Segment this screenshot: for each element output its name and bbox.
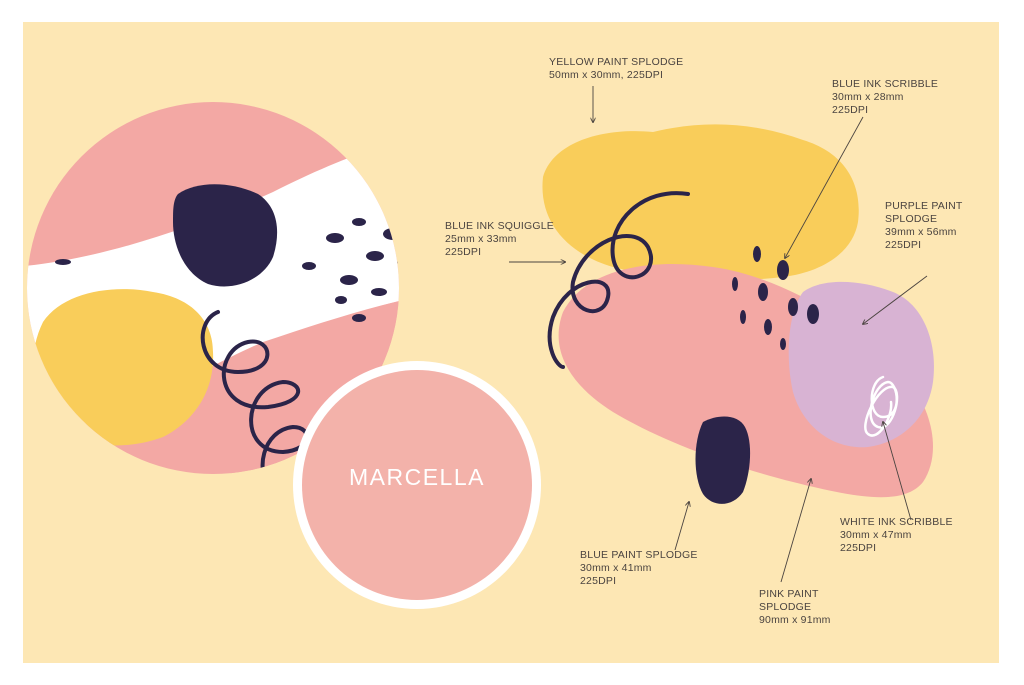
logo-circle [302,370,532,600]
label-size: 30mm x 47mm [840,529,912,541]
label-dpi: 225DPI [840,542,877,554]
label-blue-ink-scribble: BLUE INK SCRIBBLE 30mm x 28mm 225DPI [832,78,938,117]
label-title: PINK PAINT [759,588,819,600]
label-dpi: 225DPI [885,239,922,251]
artboard: MARCELLA YELLOW PAINT SPLODGE 50mm x 30m… [23,22,999,663]
label-title: BLUE INK SQUIGGLE [445,220,555,232]
label-dpi: 225DPI [832,104,869,116]
label-blue-ink-squiggle: BLUE INK SQUIGGLE 25mm x 33mm 225DPI [445,220,554,259]
label-title: WHITE INK SCRIBBLE [840,516,953,528]
label-white-ink-scribble: WHITE INK SCRIBBLE 30mm x 47mm 225DPI [840,516,953,555]
label-pink-paint-splodge: PINK PAINT SPLODGE 90mm x 91mm [759,588,831,627]
label-spec: 50mm x 30mm, 225DPI [549,69,664,81]
label-title: YELLOW PAINT SPLODGE [549,56,684,68]
label-purple-paint-splodge: PURPLE PAINT SPLODGE 39mm x 56mm 225DPI [885,200,962,252]
label-size: 25mm x 33mm [445,233,517,245]
element-showcase [542,124,934,504]
purple-paint-splodge [788,281,934,448]
label-dpi: 225DPI [580,575,617,587]
callout-lines [509,86,928,583]
white-ink-scribble [864,375,899,437]
label-title: PURPLE PAINT [885,200,963,212]
label-dpi: 225DPI [445,246,482,258]
navy-squiggle [200,310,309,474]
label-size: 39mm x 56mm [885,226,957,238]
label-size: 30mm x 41mm [580,562,652,574]
blue-paint-splodge [695,416,751,504]
yellow-splodge [32,289,214,446]
blue-ink-squiggle [547,191,690,369]
pattern-circle [27,102,399,474]
label-size: 30mm x 28mm [832,91,904,103]
label-title-2: SPLODGE [759,601,812,613]
artwork [23,22,999,663]
label-title-2: SPLODGE [885,213,938,225]
label-title: BLUE PAINT SPLODGE [580,549,698,561]
navy-splodge [173,184,278,287]
label-blue-paint-splodge: BLUE PAINT SPLODGE 30mm x 41mm 225DPI [580,549,698,588]
label-yellow-paint-splodge: YELLOW PAINT SPLODGE 50mm x 30mm, 225DPI [549,56,683,82]
yellow-paint-splodge [542,124,859,281]
brand-name: MARCELLA [349,464,485,490]
blue-ink-scribble [732,246,819,350]
label-size: 90mm x 91mm [759,614,831,626]
label-title: BLUE INK SCRIBBLE [832,78,939,90]
